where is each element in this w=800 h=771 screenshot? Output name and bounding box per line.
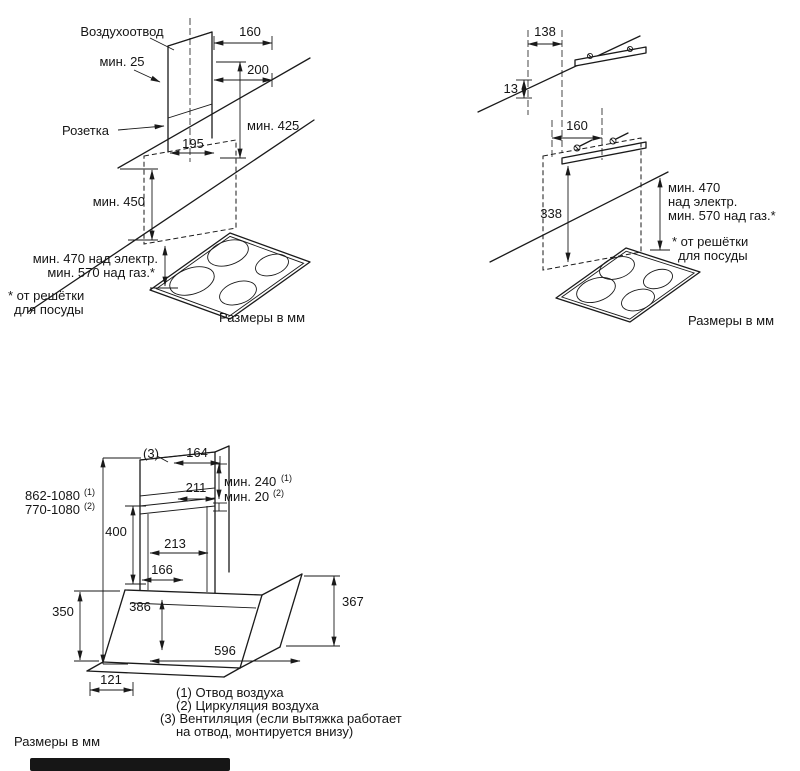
dim-121-label: 121 — [100, 672, 122, 687]
footnote-line2: для посуды — [14, 302, 84, 317]
footnote-line1: * от решётки — [672, 234, 748, 249]
burner — [207, 239, 249, 267]
min25-leader — [133, 69, 161, 83]
dim-160-label: 160 — [566, 118, 588, 133]
screw-head-icon — [586, 52, 594, 60]
burner — [621, 288, 655, 312]
height-range-2: 770-1080 — [25, 502, 80, 517]
air-duct-leader — [149, 37, 175, 51]
dim-166-label: 166 — [151, 562, 173, 577]
hood-body — [86, 573, 303, 678]
cooktop — [555, 247, 701, 323]
dim-338-label: 338 — [540, 206, 562, 221]
units-label: Размеры в мм — [688, 313, 774, 328]
legend-line1: (1) Отвод воздуха — [176, 685, 284, 700]
mounting-rails — [561, 45, 647, 165]
wall-lines — [27, 57, 315, 313]
lower-rail — [561, 141, 647, 165]
superscript-2: (2) — [273, 488, 284, 498]
burner — [255, 253, 289, 277]
diagram-hood-dimensions: (3) 164 211 мин. 240 (1) мин. 20 (2) 862… — [14, 445, 402, 749]
dim-367-label: 367 — [342, 594, 364, 609]
legend-line4: на отвод, монтируется внизу) — [176, 724, 353, 739]
dim-211-label: 211 — [186, 480, 207, 495]
dim-164-label: 164 — [186, 445, 208, 460]
screw-icon — [609, 137, 617, 145]
diagram-wall-bracket-mount: 138 13 160 338 мин. 470 над электр. мин.… — [477, 24, 776, 328]
dim-200-label: 200 — [247, 62, 269, 77]
upper-rail — [574, 46, 647, 67]
chimney — [139, 445, 230, 594]
dim-160-label: 160 — [239, 24, 261, 39]
dim-13-label: 13 — [504, 81, 518, 96]
label-socket: Розетка — [62, 123, 110, 138]
burner — [643, 268, 673, 290]
diagram-ceiling-duct-mount: Воздухоотвод 160 мин. 25 200 Розетка мин… — [8, 18, 315, 325]
dim-min425-label: мин. 425 — [247, 118, 299, 133]
ref3-label: (3) — [143, 446, 159, 461]
height-range-1-sup: (1) — [84, 487, 95, 497]
hood-outline-dashed — [542, 137, 642, 271]
clearance-line3: мин. 570 над газ.* — [668, 208, 776, 223]
burner — [219, 280, 257, 306]
screw-icon — [573, 144, 581, 152]
burner — [599, 256, 635, 280]
socket-leader — [117, 124, 165, 131]
footnote-line2: для посуды — [678, 248, 748, 263]
height-range-1: 862-1080 — [25, 488, 80, 503]
clearance-electric-label: мин. 470 над электр. — [33, 251, 158, 266]
dim-213-label: 213 — [164, 536, 186, 551]
duct-chimney — [167, 18, 213, 162]
dimension-lines — [516, 41, 670, 263]
dim-596-label: 596 — [214, 643, 236, 658]
dim-386-label: 386 — [129, 599, 151, 614]
dim-400-label: 400 — [105, 524, 127, 539]
label-air-duct: Воздухоотвод — [80, 24, 164, 39]
superscript-1: (1) — [281, 473, 292, 483]
dimension-lines — [74, 455, 340, 696]
dim-138-label: 138 — [534, 24, 556, 39]
legend-line3: (3) Вентиляция (если вытяжка работает — [160, 711, 402, 726]
screw-head-icon — [626, 45, 634, 53]
dim-195-label: 195 — [182, 136, 204, 151]
units-label: Размеры в мм — [14, 734, 100, 749]
dim-min240-label: мин. 240 — [224, 474, 276, 489]
footnote-line1: * от решётки — [8, 288, 84, 303]
dim-350-label: 350 — [52, 604, 74, 619]
dimension-lines — [117, 36, 273, 289]
ref3-leader — [156, 455, 169, 463]
bottom-black-bar — [30, 758, 230, 771]
wall-lines — [477, 35, 669, 263]
clearance-line2: над электр. — [668, 194, 737, 209]
height-range-2-sup: (2) — [84, 501, 95, 511]
clearance-gas-label: мин. 570 над газ.* — [47, 265, 155, 280]
dim-min20-label: мин. 20 — [224, 489, 269, 504]
cooktop — [149, 232, 311, 320]
dim-min25-label: мин. 25 — [99, 54, 144, 69]
dim-min450-label: мин. 450 — [93, 194, 145, 209]
legend-line2: (2) Циркуляция воздуха — [176, 698, 320, 713]
hood-outline-dashed — [143, 139, 237, 245]
clearance-line1: мин. 470 — [668, 180, 720, 195]
units-label: Размеры в мм — [219, 310, 305, 325]
burner — [576, 276, 616, 304]
